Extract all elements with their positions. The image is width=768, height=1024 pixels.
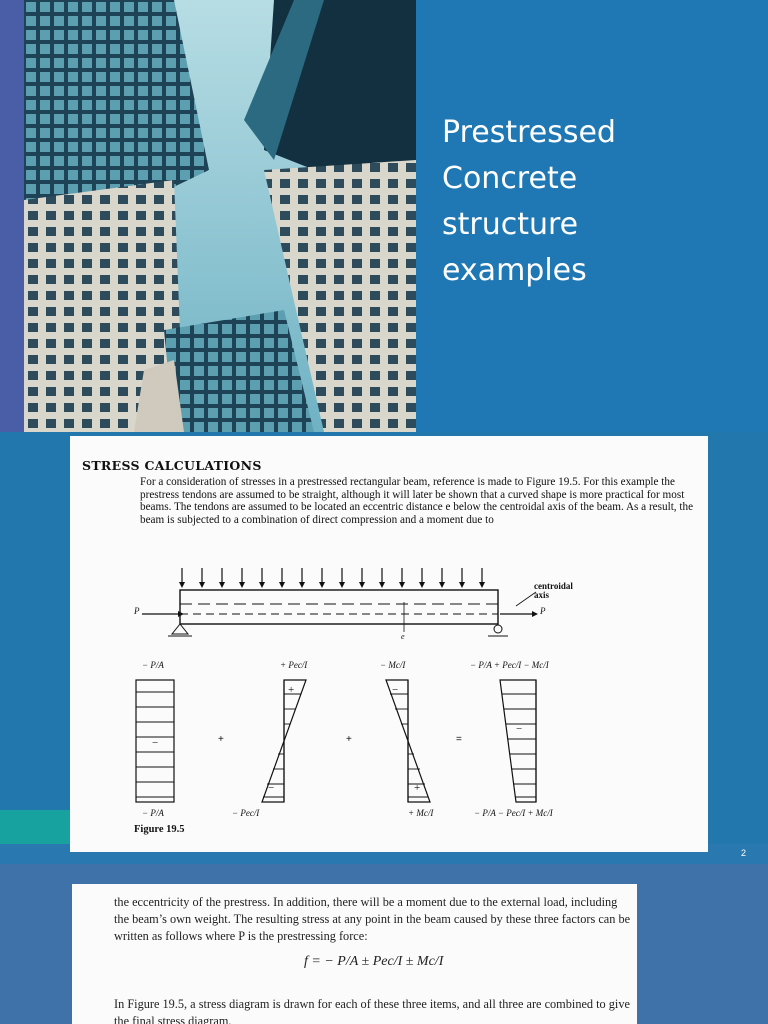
top-label-moment: − Mc/I — [380, 660, 406, 670]
bottom-label-moment: + Mc/I — [408, 808, 434, 818]
accent-strip — [0, 0, 24, 432]
body-paragraph: For a consideration of stresses in a pre… — [140, 476, 694, 526]
stress-formula: f = − P/A ± Pec/I ± Mc/I — [304, 954, 444, 969]
bottom-label-combined: − P/A − Pec/I + Mc/I — [474, 808, 553, 818]
operator-plus-1: + — [218, 734, 224, 745]
figure-19-5: − + − − + − centroidal axis P P e − P/A … — [70, 556, 708, 846]
page-number: 2 — [740, 848, 746, 858]
eccentricity-label: e — [401, 632, 405, 641]
section-heading: STRESS CALCULATIONS — [82, 458, 262, 473]
top-label-axial: − P/A — [142, 660, 164, 670]
slide-title-text: Prestressed Concrete structure examples — [442, 110, 742, 294]
slide-stress-calculations: 2 STRESS CALCULATIONS For a consideratio… — [0, 432, 768, 864]
body-paragraph: the eccentricity of the prestress. In ad… — [114, 895, 631, 943]
title-line: Concrete — [442, 161, 578, 196]
title-line: examples — [442, 253, 587, 288]
operator-plus-2: + — [346, 734, 352, 745]
load-arrows — [181, 568, 483, 584]
svg-text:−: − — [516, 723, 522, 735]
svg-text:−: − — [268, 782, 274, 794]
svg-text:−: − — [152, 737, 158, 749]
figure-caption: Figure 19.5 — [134, 824, 185, 835]
bottom-label-eccentric: − Pec/I — [232, 808, 260, 818]
svg-text:+: + — [414, 782, 420, 794]
svg-text:−: − — [392, 684, 398, 696]
title-line: structure — [442, 207, 579, 242]
centroidal-axis-label: centroidal axis — [534, 581, 573, 600]
force-label-left: P — [134, 606, 140, 616]
skyscrapers-photo — [24, 0, 416, 432]
bottom-label-axial: − P/A — [142, 808, 164, 818]
operator-equals: = — [456, 734, 462, 745]
top-label-eccentric: + Pec/I — [280, 660, 308, 670]
top-label-combined: − P/A + Pec/I − Mc/I — [470, 660, 549, 670]
slide-stress-formula: the eccentricity of the prestress. In ad… — [0, 864, 768, 1024]
force-label-right: P — [540, 606, 546, 616]
body-paragraph-2: In Figure 19.5, a stress diagram is draw… — [114, 997, 630, 1024]
scanned-page: STRESS CALCULATIONS For a consideration … — [70, 436, 708, 852]
scanned-page-continued: the eccentricity of the prestress. In ad… — [72, 884, 637, 1024]
slide-title: Prestressed Concrete structure examples — [0, 0, 768, 432]
title-line: Prestressed — [442, 115, 616, 150]
svg-text:+: + — [288, 684, 294, 696]
